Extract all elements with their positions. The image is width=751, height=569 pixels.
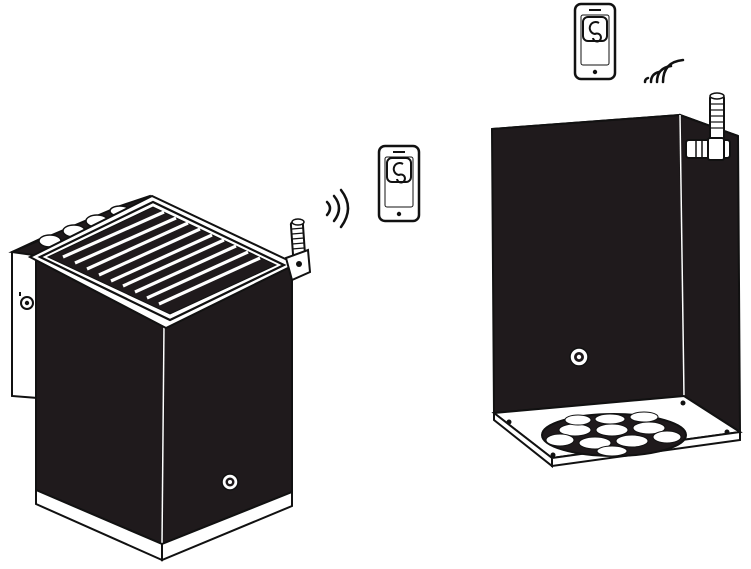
- left-power-button-icon: [221, 473, 239, 491]
- solar-panel: [37, 200, 287, 322]
- right-fixture-side-face: [678, 113, 742, 434]
- right-antenna: [685, 92, 731, 161]
- left-fixture: [8, 194, 312, 562]
- right-fixture-front-face: [490, 113, 686, 415]
- right-fixture: [490, 92, 743, 469]
- right-power-button-icon: [569, 347, 589, 367]
- phone-left: [377, 144, 421, 223]
- wifi-waves-left-icon: [643, 58, 685, 84]
- left-antenna: [284, 218, 312, 282]
- app-logo-icon: [582, 16, 608, 43]
- app-logo-icon: [386, 157, 412, 184]
- phone-right: [573, 2, 617, 81]
- right-fixture-bottom-plate: [491, 394, 743, 469]
- wifi-waves-right-icon: [325, 188, 350, 229]
- wall-bracket: [11, 238, 39, 400]
